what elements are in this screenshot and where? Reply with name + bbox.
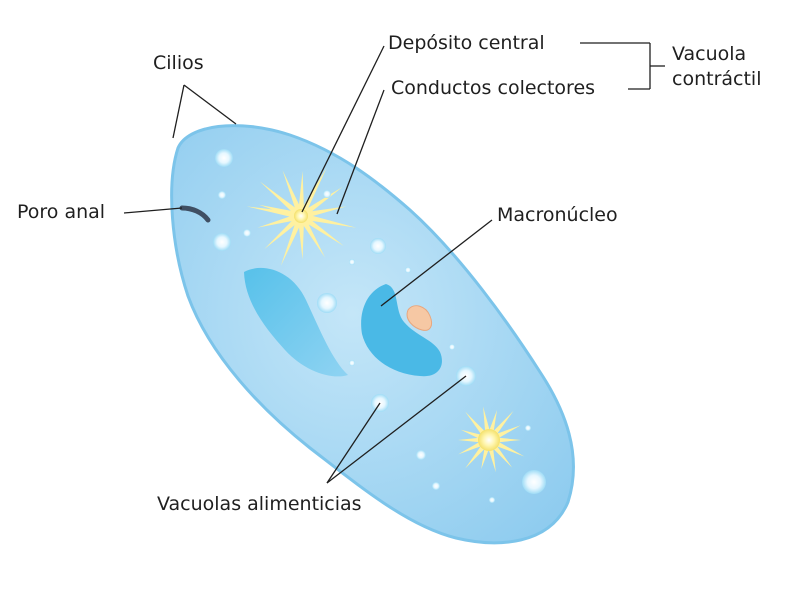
label-vacuola-contractil-1: Vacuola <box>672 43 747 65</box>
food-vacuole <box>243 229 251 237</box>
collecting-canal <box>299 186 343 219</box>
collecting-canal <box>282 170 304 218</box>
leader-cilios-b <box>183 84 237 125</box>
micronucleus <box>406 305 433 331</box>
leader-vacuolas-a <box>326 402 381 484</box>
leader-cilios-a <box>172 84 185 139</box>
leader-poro-anal <box>123 207 183 214</box>
food-vacuole <box>489 497 495 503</box>
leader-macronucleo <box>380 219 493 307</box>
food-vacuole <box>218 191 226 199</box>
anal-pore <box>179 205 211 223</box>
label-cilios: Cilios <box>153 52 204 74</box>
label-poro-anal: Poro anal <box>17 201 106 223</box>
oral-groove <box>244 267 348 377</box>
leader-deposito <box>301 45 385 213</box>
contractile-vacuole-top <box>246 167 357 266</box>
leader-vacuolas-b <box>326 375 467 484</box>
food-vacuole <box>522 470 546 494</box>
food-vacuole <box>449 344 455 350</box>
label-vacuolas-alimenticias: Vacuolas alimenticias <box>157 493 362 515</box>
contractile-vacuole-bottom <box>458 406 525 473</box>
food-vacuole <box>405 267 411 273</box>
collecting-canal <box>264 213 304 249</box>
label-conductos-colectores: Conductos colectores <box>391 77 596 99</box>
leader-lines <box>123 42 665 484</box>
collecting-canal <box>246 206 302 220</box>
central-reservoir <box>478 429 500 451</box>
food-vacuole <box>432 482 440 490</box>
macronucleus <box>361 284 442 377</box>
collecting-canal <box>300 212 357 228</box>
collecting-canal <box>299 213 344 246</box>
leader-conductos <box>336 89 385 215</box>
food-vacuole <box>323 190 331 198</box>
label-deposito-central: Depósito central <box>388 32 545 54</box>
label-vacuola-contractil-2: contráctil <box>672 68 762 90</box>
collecting-canal <box>298 214 325 258</box>
collecting-canal <box>280 214 304 266</box>
label-macronucleo: Macronúcleo <box>497 204 618 226</box>
food-vacuole <box>213 233 231 251</box>
food-vacuole <box>349 259 355 265</box>
food-vacuole <box>370 238 386 254</box>
food-vacuole <box>525 425 531 431</box>
food-vacuole <box>416 450 426 460</box>
food-vacuole <box>317 293 337 313</box>
collecting-canal <box>297 171 305 217</box>
food-vacuole <box>215 149 233 167</box>
food-vacuole <box>349 360 355 366</box>
central-reservoir <box>294 209 308 223</box>
collecting-canal <box>259 181 304 219</box>
